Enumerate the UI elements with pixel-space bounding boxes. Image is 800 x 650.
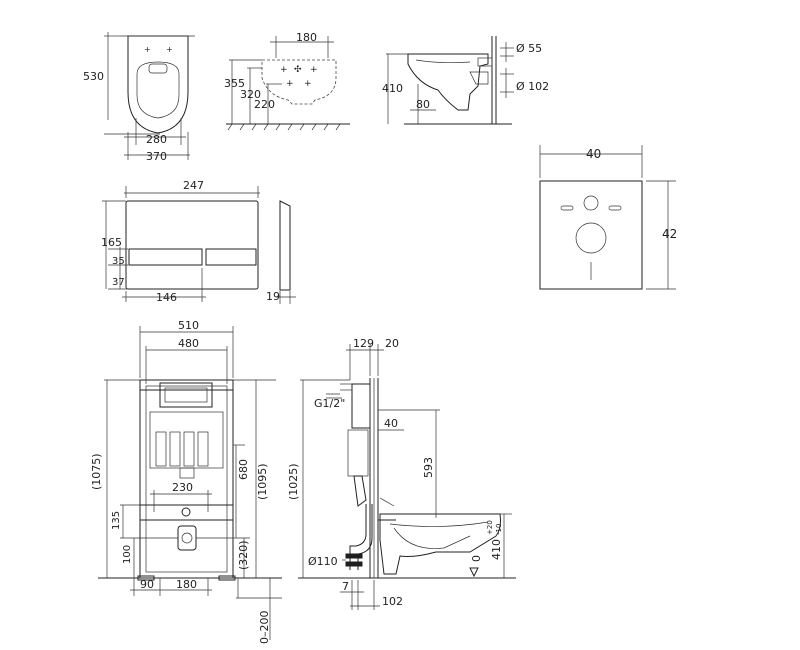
rear-h1-label: 355 [224, 77, 245, 90]
side-d40-label: 40 [384, 417, 398, 430]
frame-front-view: 510 480 (1075) 135 100 230 680 (1095) (3… [90, 319, 282, 644]
frame-inner-width-label: 480 [178, 337, 199, 350]
side-tol-minus-label: -10 [495, 524, 503, 535]
svg-text:+: + [166, 45, 173, 54]
side-height-label: 410 [382, 82, 403, 95]
flush-plate-view: 247 165 35 37 146 19 [101, 179, 296, 304]
frame-w180-label: 180 [176, 578, 197, 591]
mat-height-label: 42 [662, 227, 677, 241]
side-offset-label: 80 [416, 98, 430, 111]
frame-pipe-spacing-label: 230 [172, 481, 193, 494]
plate-height-label: 165 [101, 236, 122, 249]
svg-text:✣: ✣ [294, 65, 302, 75]
side-d7-label: 7 [342, 580, 349, 593]
side-h1025-label: (1025) [287, 463, 300, 500]
bowl-top-view: + + 530 280 370 [83, 32, 195, 163]
svg-text:+: + [310, 65, 318, 75]
bowl-depth-label: 530 [83, 70, 104, 83]
side-seat-h-label: 410 [490, 539, 503, 560]
plate-bottom-label: 37 [112, 277, 125, 288]
svg-text:+: + [304, 79, 312, 89]
inlet-dia-label: Ø 55 [516, 42, 542, 55]
plate-button-h-label: 35 [112, 256, 125, 267]
bowl-rear-view: 180 +✣+ ++ 355 320 220 [224, 31, 350, 131]
frame-h1095-label: (1095) [256, 463, 269, 500]
side-d129-label: 129 [353, 337, 374, 350]
svg-text:+: + [144, 45, 151, 54]
frame-outlet-h-label: (320) [237, 540, 250, 570]
frame-w90-label: 90 [140, 578, 154, 591]
side-d20-label: 20 [385, 337, 399, 350]
svg-text:+: + [280, 65, 288, 75]
rear-h2-label: 320 [240, 88, 261, 101]
plate-depth-label: 19 [266, 290, 280, 303]
frame-outer-width-label: 510 [178, 319, 199, 332]
bowl-width-label: 370 [146, 150, 167, 163]
side-h593-label: 593 [422, 457, 435, 478]
frame-h1075-label: (1075) [90, 453, 103, 490]
side-tol-plus-label: +20 [486, 520, 494, 535]
frame-h135-label: 135 [111, 511, 122, 530]
rear-width-label: 180 [296, 31, 317, 44]
plate-width-label: 247 [183, 179, 204, 192]
rear-h3-label: 220 [254, 98, 275, 111]
svg-text:+: + [286, 79, 294, 89]
outlet-dia-label: Ø 102 [516, 80, 549, 93]
frame-side-view: G1/2" 129 20 (1025) 40 593 410 +20 [287, 337, 516, 610]
frame-leg-adj-label: 0–200 [258, 611, 271, 645]
side-thread-label: G1/2" [314, 397, 345, 410]
side-d102-label: 102 [382, 595, 403, 608]
bowl-hole-spacing-label: 280 [146, 133, 167, 146]
side-floor-label: 0 [470, 555, 483, 562]
frame-cistern-h-label: 680 [237, 459, 250, 480]
bowl-side-view: 410 80 Ø 55 Ø 102 [382, 36, 549, 125]
plate-button-w-label: 146 [156, 291, 177, 304]
insulation-mat-view: 40 42 [539, 145, 677, 290]
frame-h100-label: 100 [122, 545, 133, 564]
side-pipe-dia-label: Ø110 [308, 555, 338, 568]
mat-width-label: 40 [586, 147, 601, 161]
